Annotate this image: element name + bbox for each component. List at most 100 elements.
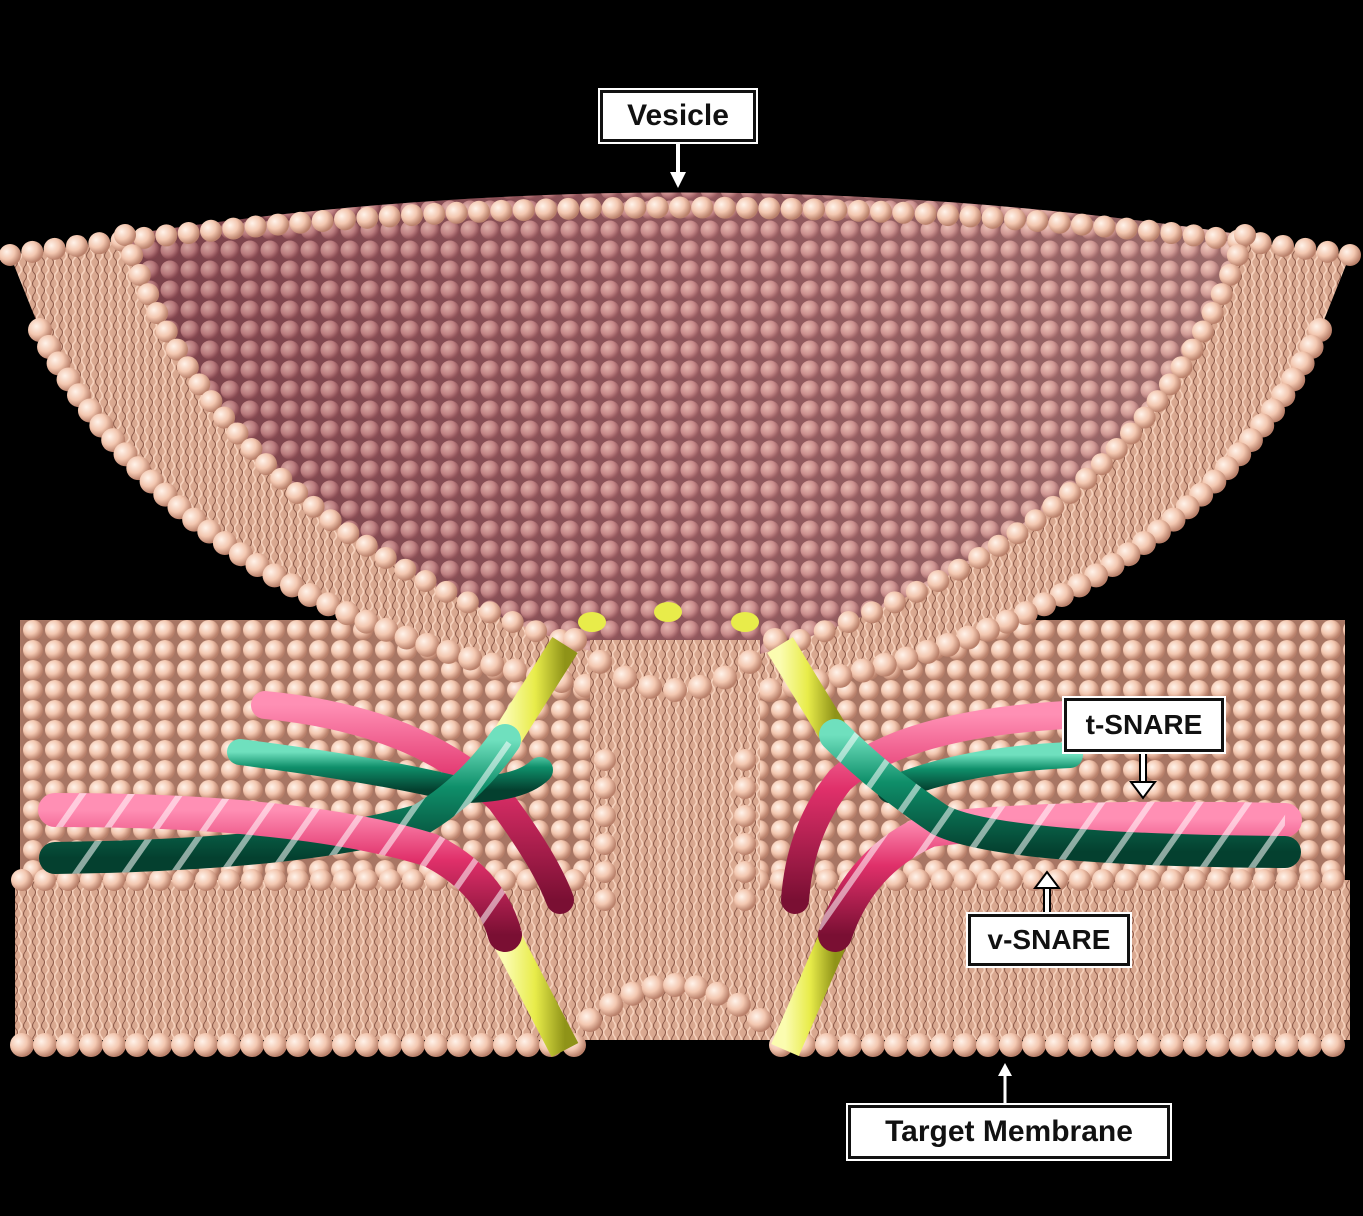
lipid-head <box>727 993 751 1017</box>
lipid-head <box>401 1033 425 1057</box>
lipid-head <box>691 197 713 219</box>
lipid-head <box>816 869 838 891</box>
lipid-head <box>241 869 263 891</box>
lipid-head <box>684 975 708 999</box>
lipid-head <box>480 653 504 677</box>
lipid-head <box>953 1033 977 1057</box>
lipid-head <box>337 522 359 544</box>
lipid-head <box>1115 869 1137 891</box>
lipid-head <box>1071 214 1093 236</box>
lipid-head <box>613 666 637 690</box>
lipid-head <box>851 658 875 682</box>
lipid-head <box>1183 1033 1207 1057</box>
lipid-head <box>706 982 730 1006</box>
lipid-head <box>503 658 527 682</box>
lipid-head <box>624 197 646 219</box>
lipid-head <box>1322 869 1344 891</box>
lipid-head <box>502 611 524 633</box>
lipid-head <box>334 208 356 230</box>
lipid-head <box>580 197 602 219</box>
lipid-head <box>155 224 177 246</box>
lipid-head <box>394 559 416 581</box>
lipid-head <box>356 207 378 229</box>
lipid-head <box>194 1033 218 1057</box>
lipid-head <box>320 509 342 531</box>
lipid-head <box>937 204 959 226</box>
lipid-head <box>1206 1033 1230 1057</box>
lipid-head <box>1161 869 1183 891</box>
lipid-head <box>10 1033 34 1057</box>
lipid-head <box>594 805 616 827</box>
lipid-head <box>1298 1033 1322 1057</box>
lipid-head <box>838 1033 862 1057</box>
lipid-head <box>758 197 780 219</box>
lipid-head <box>602 197 624 219</box>
lipid-head <box>647 197 669 219</box>
lipid-head <box>435 581 457 603</box>
lipid-head <box>1004 208 1026 230</box>
lipid-head <box>1339 244 1361 266</box>
lipid-head <box>289 212 311 234</box>
lipid-head <box>446 202 468 224</box>
lipid-head <box>402 869 424 891</box>
lipid-head <box>594 749 616 771</box>
lipid-head <box>21 241 43 263</box>
lipid-head <box>734 749 756 771</box>
lipid-head <box>781 198 803 220</box>
lipid-head <box>44 238 66 260</box>
lipid-head <box>1137 1033 1161 1057</box>
lipid-head <box>884 1033 908 1057</box>
lipid-head <box>513 199 535 221</box>
lipid-head <box>424 1033 448 1057</box>
lipid-head <box>734 889 756 911</box>
lipid-head <box>1229 1033 1253 1057</box>
lipid-head <box>222 218 244 240</box>
lipid-head <box>968 547 990 569</box>
lipid-head <box>688 675 712 699</box>
lipid-head <box>149 869 171 891</box>
lipid-head <box>114 224 136 246</box>
lipid-head <box>594 777 616 799</box>
lipid-head <box>594 861 616 883</box>
lipid-head <box>415 633 439 657</box>
lipid-head <box>638 675 662 699</box>
lipid-head <box>861 1033 885 1057</box>
lipid-head <box>437 640 461 664</box>
lipid-head <box>1317 241 1339 263</box>
lipid-head <box>927 570 949 592</box>
lipid-head <box>1138 869 1160 891</box>
lipid-head <box>848 200 870 222</box>
lipid-head <box>642 975 666 999</box>
lipid-head <box>333 869 355 891</box>
lipid-head <box>870 201 892 223</box>
lipid-head <box>734 805 756 827</box>
lipid-head <box>312 210 334 232</box>
lipid-head <box>663 678 687 702</box>
lipid-head <box>1299 869 1321 891</box>
lipid-head <box>287 869 309 891</box>
lipid-head <box>126 869 148 891</box>
lipid-head <box>1059 482 1081 504</box>
lipid-head <box>356 535 378 557</box>
lipid-head <box>894 646 918 670</box>
lipid-head <box>401 204 423 226</box>
lipid-head <box>379 869 401 891</box>
lipid-head <box>245 216 267 238</box>
lipid-head <box>356 869 378 891</box>
lipid-head <box>200 220 222 242</box>
lipid-head <box>1211 283 1233 305</box>
lipid-head <box>954 869 976 891</box>
lipid-head <box>1230 869 1252 891</box>
lipid-head <box>217 1033 241 1057</box>
lipid-head <box>825 199 847 221</box>
lipid-head <box>594 889 616 911</box>
lipid-head <box>557 198 579 220</box>
lipid-head <box>1026 210 1048 232</box>
lipid-head <box>355 1033 379 1057</box>
lipid-head <box>734 777 756 799</box>
lipid-head <box>378 1033 402 1057</box>
lipid-head <box>66 235 88 257</box>
lipid-head <box>121 244 143 266</box>
lipid-head <box>1276 869 1298 891</box>
lipid-head <box>1294 238 1316 260</box>
